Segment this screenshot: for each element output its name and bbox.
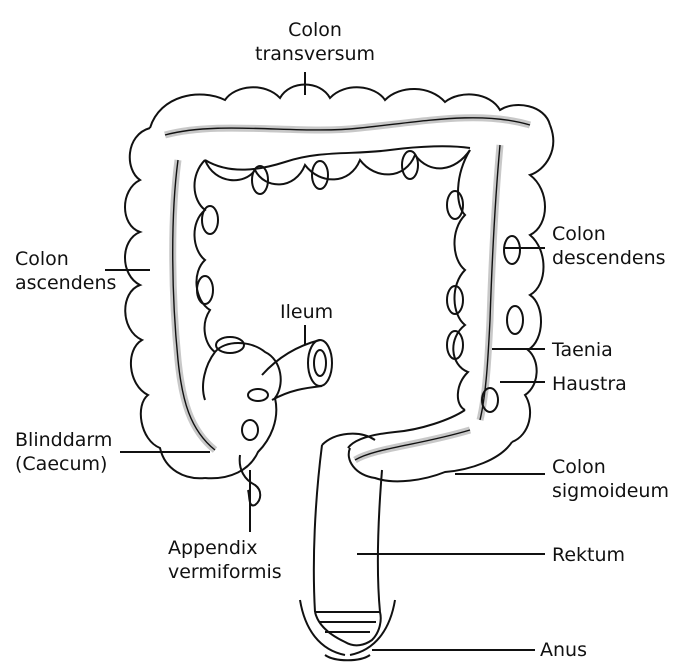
label-blinddarm: Blinddarm (Caecum) xyxy=(15,428,112,476)
label-anus: Anus xyxy=(540,638,587,662)
label-colon-descendens: Colon descendens xyxy=(552,222,666,270)
label-colon-sigmoideum: Colon sigmoideum xyxy=(552,455,669,503)
label-colon-ascendens: Colon ascendens xyxy=(15,247,116,295)
label-rektum: Rektum xyxy=(552,543,625,567)
ileum-shape xyxy=(262,340,322,400)
anus-shape xyxy=(315,612,381,645)
caecum-shape xyxy=(203,343,281,478)
label-haustra: Haustra xyxy=(552,372,627,396)
colon-descendens-shape xyxy=(512,125,553,442)
label-appendix: Appendix vermiformis xyxy=(168,536,282,584)
label-taenia: Taenia xyxy=(552,338,613,362)
colon-sigmoideum-shape xyxy=(348,410,512,481)
rektum-shape xyxy=(314,445,382,612)
label-ileum: Ileum xyxy=(280,300,333,324)
label-colon-transversum: Colon transversum xyxy=(255,18,375,66)
